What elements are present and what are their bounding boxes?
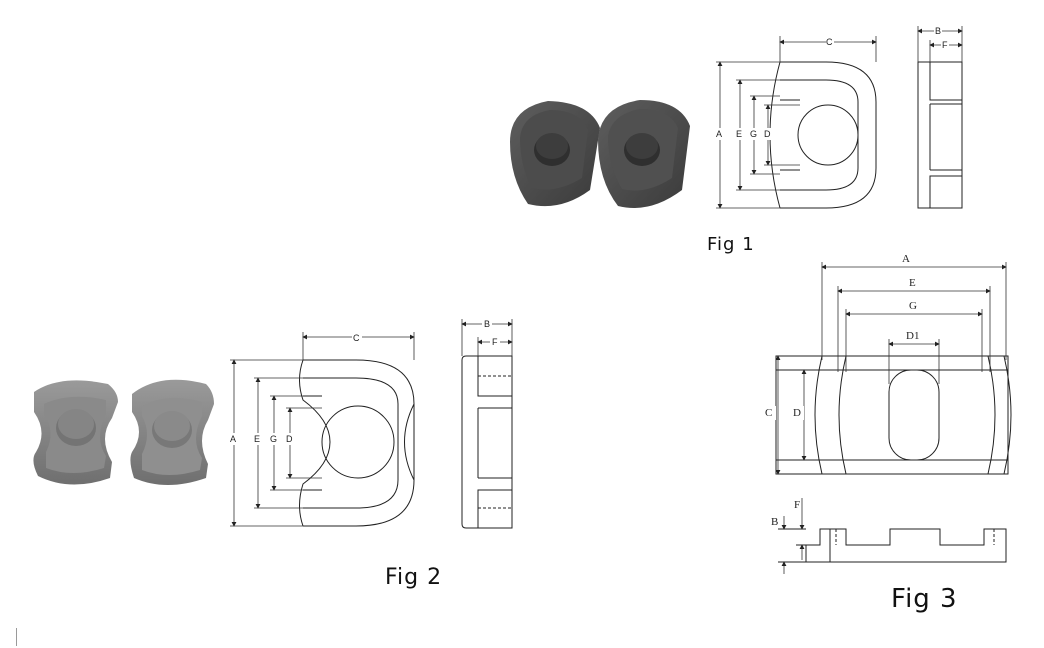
fig3-caption: Fig 3 [891, 584, 958, 614]
fig2-caption: Fig 2 [385, 565, 443, 590]
fig1-photo [510, 100, 690, 208]
fig2-dim-b-label: B [484, 319, 490, 329]
fig3-dim-f-label: F [794, 499, 800, 511]
fig2-dim-c-label: C [353, 333, 360, 343]
edge-divider [16, 628, 17, 646]
fig2-dim-f-label: F [492, 337, 498, 347]
fig2-front-view: C A E G D [230, 332, 415, 527]
fig1-core-left [510, 101, 600, 207]
fig1-side-view: B F [917, 26, 963, 209]
fig3-side-view: B F [771, 498, 1007, 574]
fig3-dim-d1-label: D1 [906, 330, 919, 342]
fig2-dim-a-label: A [230, 434, 236, 444]
fig2-photo [33, 379, 214, 485]
fig3-dim-e-label: E [909, 277, 916, 289]
fig2-side-view: B F [461, 318, 513, 529]
fig1-dim-e-label: E [736, 129, 742, 139]
fig1-caption: Fig 1 [707, 234, 755, 255]
fig2-dim-d-label: D [286, 434, 293, 444]
fig1-dim-a-label: A [716, 129, 722, 139]
fig1-dim-d-label: D [764, 129, 771, 139]
fig1-front-view: C A E G D [716, 36, 877, 209]
fig3-dim-b-label: B [771, 516, 778, 528]
fig2-dim-g-label: G [270, 434, 277, 444]
fig1-dim-f-label: F [942, 40, 948, 50]
fig3-dim-a-label: A [902, 253, 910, 265]
fig1-core-right [598, 100, 690, 208]
fig1-dim-b-label: B [935, 26, 941, 36]
fig3-dim-d-label: D [793, 407, 801, 419]
fig3-dim-c-label: C [765, 407, 772, 419]
fig2-dim-e-label: E [254, 434, 260, 444]
fig1-dim-g-label: G [750, 129, 757, 139]
fig3-dim-g-label: G [909, 300, 917, 312]
fig2-core-left [33, 380, 118, 485]
fig2-core-right [130, 379, 214, 485]
fig1-dim-c-label: C [826, 37, 833, 47]
fig3-top-view: A E G D1 C D [764, 252, 1012, 475]
